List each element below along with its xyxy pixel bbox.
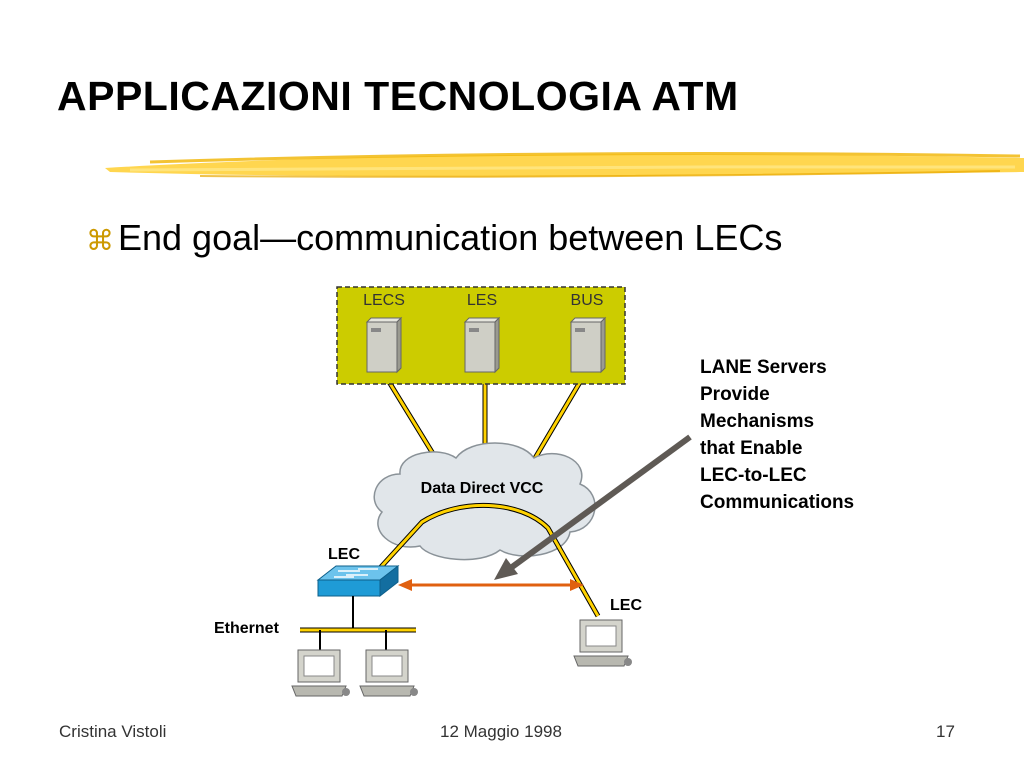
callout-line: Communications [700,492,854,513]
callout-pointer [494,434,692,580]
ethernet-computer-icon [359,649,418,697]
server-icon-lecs [365,316,403,374]
ethernet-label: Ethernet [214,620,280,637]
lec-to-lec-arrow [398,579,584,591]
server-label-les: LES [467,292,497,309]
lec-host-computer-icon [573,619,632,667]
title-underline-brush [105,152,1024,178]
ethernet-bus [300,596,416,650]
callout-line: Mechanisms [700,411,814,432]
server-label-bus: BUS [571,292,604,309]
bullet-icon: ⌘ [86,225,114,256]
ethernet-computer-icon [291,649,350,697]
server-label-lecs: LECS [363,292,405,309]
footer-date: 12 Maggio 1998 [440,722,562,741]
callout-text: LANE Servers Provide Mechanisms that Ena… [700,357,854,513]
cloud-label: Data Direct VCC [421,480,544,497]
callout-line: LANE Servers [700,357,827,378]
lec-switch-label: LEC [328,546,360,563]
slide-title: APPLICAZIONI TECNOLOGIA ATM [57,73,739,119]
callout-line: LEC-to-LEC [700,465,807,486]
lec-host-label: LEC [610,597,642,614]
lan-switch-icon [316,564,400,598]
bullet-point: ⌘End goal—communication between LECs [86,217,782,259]
footer-author: Cristina Vistoli [59,722,167,741]
callout-line: Provide [700,384,770,405]
callout-line: that Enable [700,438,802,459]
footer-page-number: 17 [936,722,955,741]
atm-cloud [373,442,596,561]
bullet-text: End goal—communication between LECs [118,217,783,258]
server-icon-bus [569,316,607,374]
server-icon-les [463,316,501,374]
